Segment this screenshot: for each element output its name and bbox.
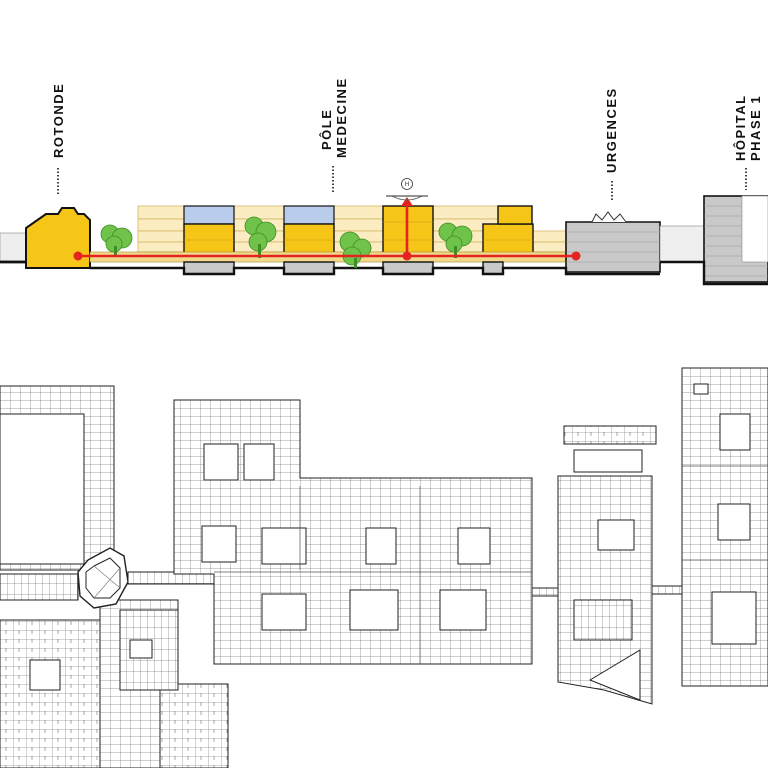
urgences-node [571,251,581,261]
heliport-icon [401,178,413,190]
circulation-route [73,197,581,261]
heliport: H [386,178,428,201]
label-hopital-line2: PHASE 1 [748,95,763,161]
urgences-building [565,221,661,273]
label-urgences: URGENCES [604,87,619,173]
label-rotonde: ROTONDE [51,83,66,158]
floor-plan [0,367,768,768]
plan-rotonde [77,547,129,609]
plan-urgences [557,425,657,705]
plan-left-wing [0,385,229,768]
rotonde-node [73,251,83,261]
section-labels: ROTONDE PÔLE MEDECINE URGENCES HÔPITAL P… [51,77,763,200]
rotonde-building [25,207,91,269]
heliport-label: H [405,181,410,188]
hopital-light-face [741,195,768,263]
existing-left-strip [0,232,27,262]
building-section: H [0,178,768,286]
plan-connector-3 [651,585,683,595]
tree-1 [100,224,133,256]
label-pole-line2: MEDECINE [334,77,349,158]
blue-floor-1 [183,205,235,225]
tree-4 [438,222,473,258]
label-hopital-line1: HÔPITAL [733,94,748,161]
plan-hopital-phase1 [681,367,768,687]
plan-pole-medecine [173,399,533,665]
label-pole-line1: PÔLE [319,109,334,150]
blue-floor-2 [283,205,335,225]
trees [100,216,473,268]
tree-2 [244,216,277,258]
connector-block [659,225,705,263]
pole-node [402,251,412,261]
plan-connector-2 [531,587,559,597]
urgences-roof-detail [591,211,627,223]
